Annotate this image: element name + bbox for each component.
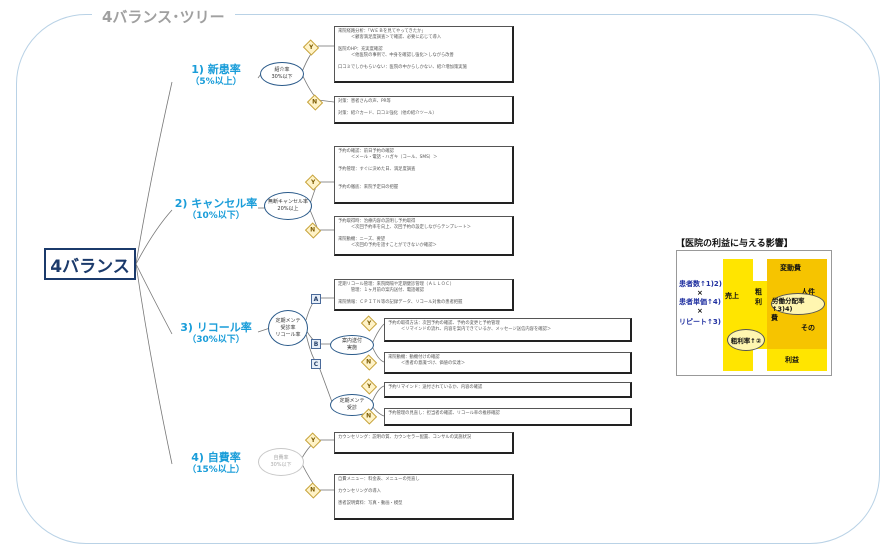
branch-a-note: 定期リコール管理：来院間隔や定期健診管理（ＡＬＬＯＣ） 管理：１ヶ月前の案内送付… — [334, 279, 514, 311]
labor-label: 人件 — [801, 288, 815, 296]
c-yes-note: 予約リマインド：送付されているか、内容の確認 — [384, 382, 632, 398]
unit-price-label: 患者単価↑4) — [679, 298, 721, 306]
no-note: 自費メニュー：料金表、メニューの見直し カウンセリングの導入 患者説明資料：写真… — [334, 474, 514, 520]
figure-title: 【医院の利益に与える影響】 — [676, 239, 793, 249]
condition-oval: 紹介率 30%以下 — [260, 62, 304, 86]
cost-label: 費 — [771, 314, 778, 322]
category-label: 4) 自費率 — [191, 451, 241, 464]
b-no-note: 来院動機：動機付けの確認 ＜患者の意識づけ、価値の伝達＞ — [384, 352, 632, 374]
c-no-note: 予約管理の見直し：担当者の確認、リコール率の推移確認 — [384, 408, 632, 426]
category-label: 1) 新患率 — [191, 63, 241, 76]
tree-title: 4バランス･ツリー — [92, 6, 235, 27]
category-target: （30%以下） — [187, 335, 245, 345]
condition-oval: 無断キャンセル率 20%以上 — [264, 192, 312, 220]
condition-oval: 自費率 30%以下 — [258, 448, 304, 476]
category-target: （15%以上） — [187, 465, 245, 475]
variable-cost-label: 変動費 — [780, 264, 801, 272]
category-target: （5%以上） — [190, 77, 242, 87]
repeat-label: リピート↑3) — [679, 318, 721, 326]
revenue-block — [723, 259, 753, 371]
no-note: 対策：患者さんの声、PR等 対策：紹介カード、口コミ強化（他の紹介ツール） — [334, 96, 514, 124]
branch-marker-c: C — [311, 359, 321, 369]
category-cancel: 2) キャンセル率 （10%以下） — [172, 198, 260, 222]
variable-cost-block — [767, 259, 827, 283]
no-note: 予約取得時：治療内容の説明し予約取得 ＜次回予約率を向上、次回予約の設定しながら… — [334, 216, 514, 256]
category-label: 3) リコール率 — [180, 321, 252, 334]
yes-note: 来院経路分析：「ＷＥＢを見てやってきたか」 ＜顧客満足度調査＞で確認、必要に応じ… — [334, 26, 514, 83]
category-target: （10%以下） — [187, 211, 245, 221]
condition-oval: 定期メンテ 受診率 リコール率 — [268, 310, 308, 346]
labor-share-ellipse: 労働分配率↑3)4) — [771, 293, 825, 315]
profit-label: 利益 — [785, 356, 799, 364]
gross-margin-ellipse: 粗利率↑② — [727, 329, 765, 351]
profit-block — [767, 349, 827, 371]
category-new-patient: 1) 新患率 （5%以上） — [172, 64, 260, 88]
category-label: 2) キャンセル率 — [174, 197, 258, 210]
b-yes-note: 予約の取得方法：次回予約の確認、予約の変更と予約管理 ＜リマインドの流れ、内容を… — [384, 318, 632, 342]
category-recall: 3) リコール率 （30%以下） — [172, 322, 260, 346]
gross-profit-label: 粗利 — [755, 288, 762, 306]
tree-frame — [16, 14, 880, 544]
other-label: その — [801, 324, 815, 332]
revenue-label: 売上 — [725, 292, 739, 300]
multiply-sign: × — [697, 289, 703, 297]
branch-marker-b: B — [311, 339, 321, 349]
sub-oval-visit: 定期メンテ 受診 — [330, 394, 374, 416]
yes-note: カウンセリング：説明の質、カウンセラー配置、コンサルの実施状況 — [334, 432, 514, 454]
patients-label: 患者数↑1)2) — [679, 280, 723, 288]
yes-note: 予約の確認：前日予約の確認 ＜メール・電話・ハガキ（コール、SMS）＞ 予約管理… — [334, 146, 514, 204]
category-self-pay: 4) 自費率 （15%以上） — [172, 452, 260, 476]
sub-oval-send: 案内送付 実施 — [330, 335, 374, 355]
multiply-sign: × — [697, 307, 703, 315]
profit-figure: 患者数↑1)2) × 患者単価↑4) × リピート↑3) 売上 粗利 変動費 費… — [676, 250, 832, 376]
root-node: 4バランス — [44, 248, 136, 280]
branch-marker-a: A — [311, 294, 321, 304]
